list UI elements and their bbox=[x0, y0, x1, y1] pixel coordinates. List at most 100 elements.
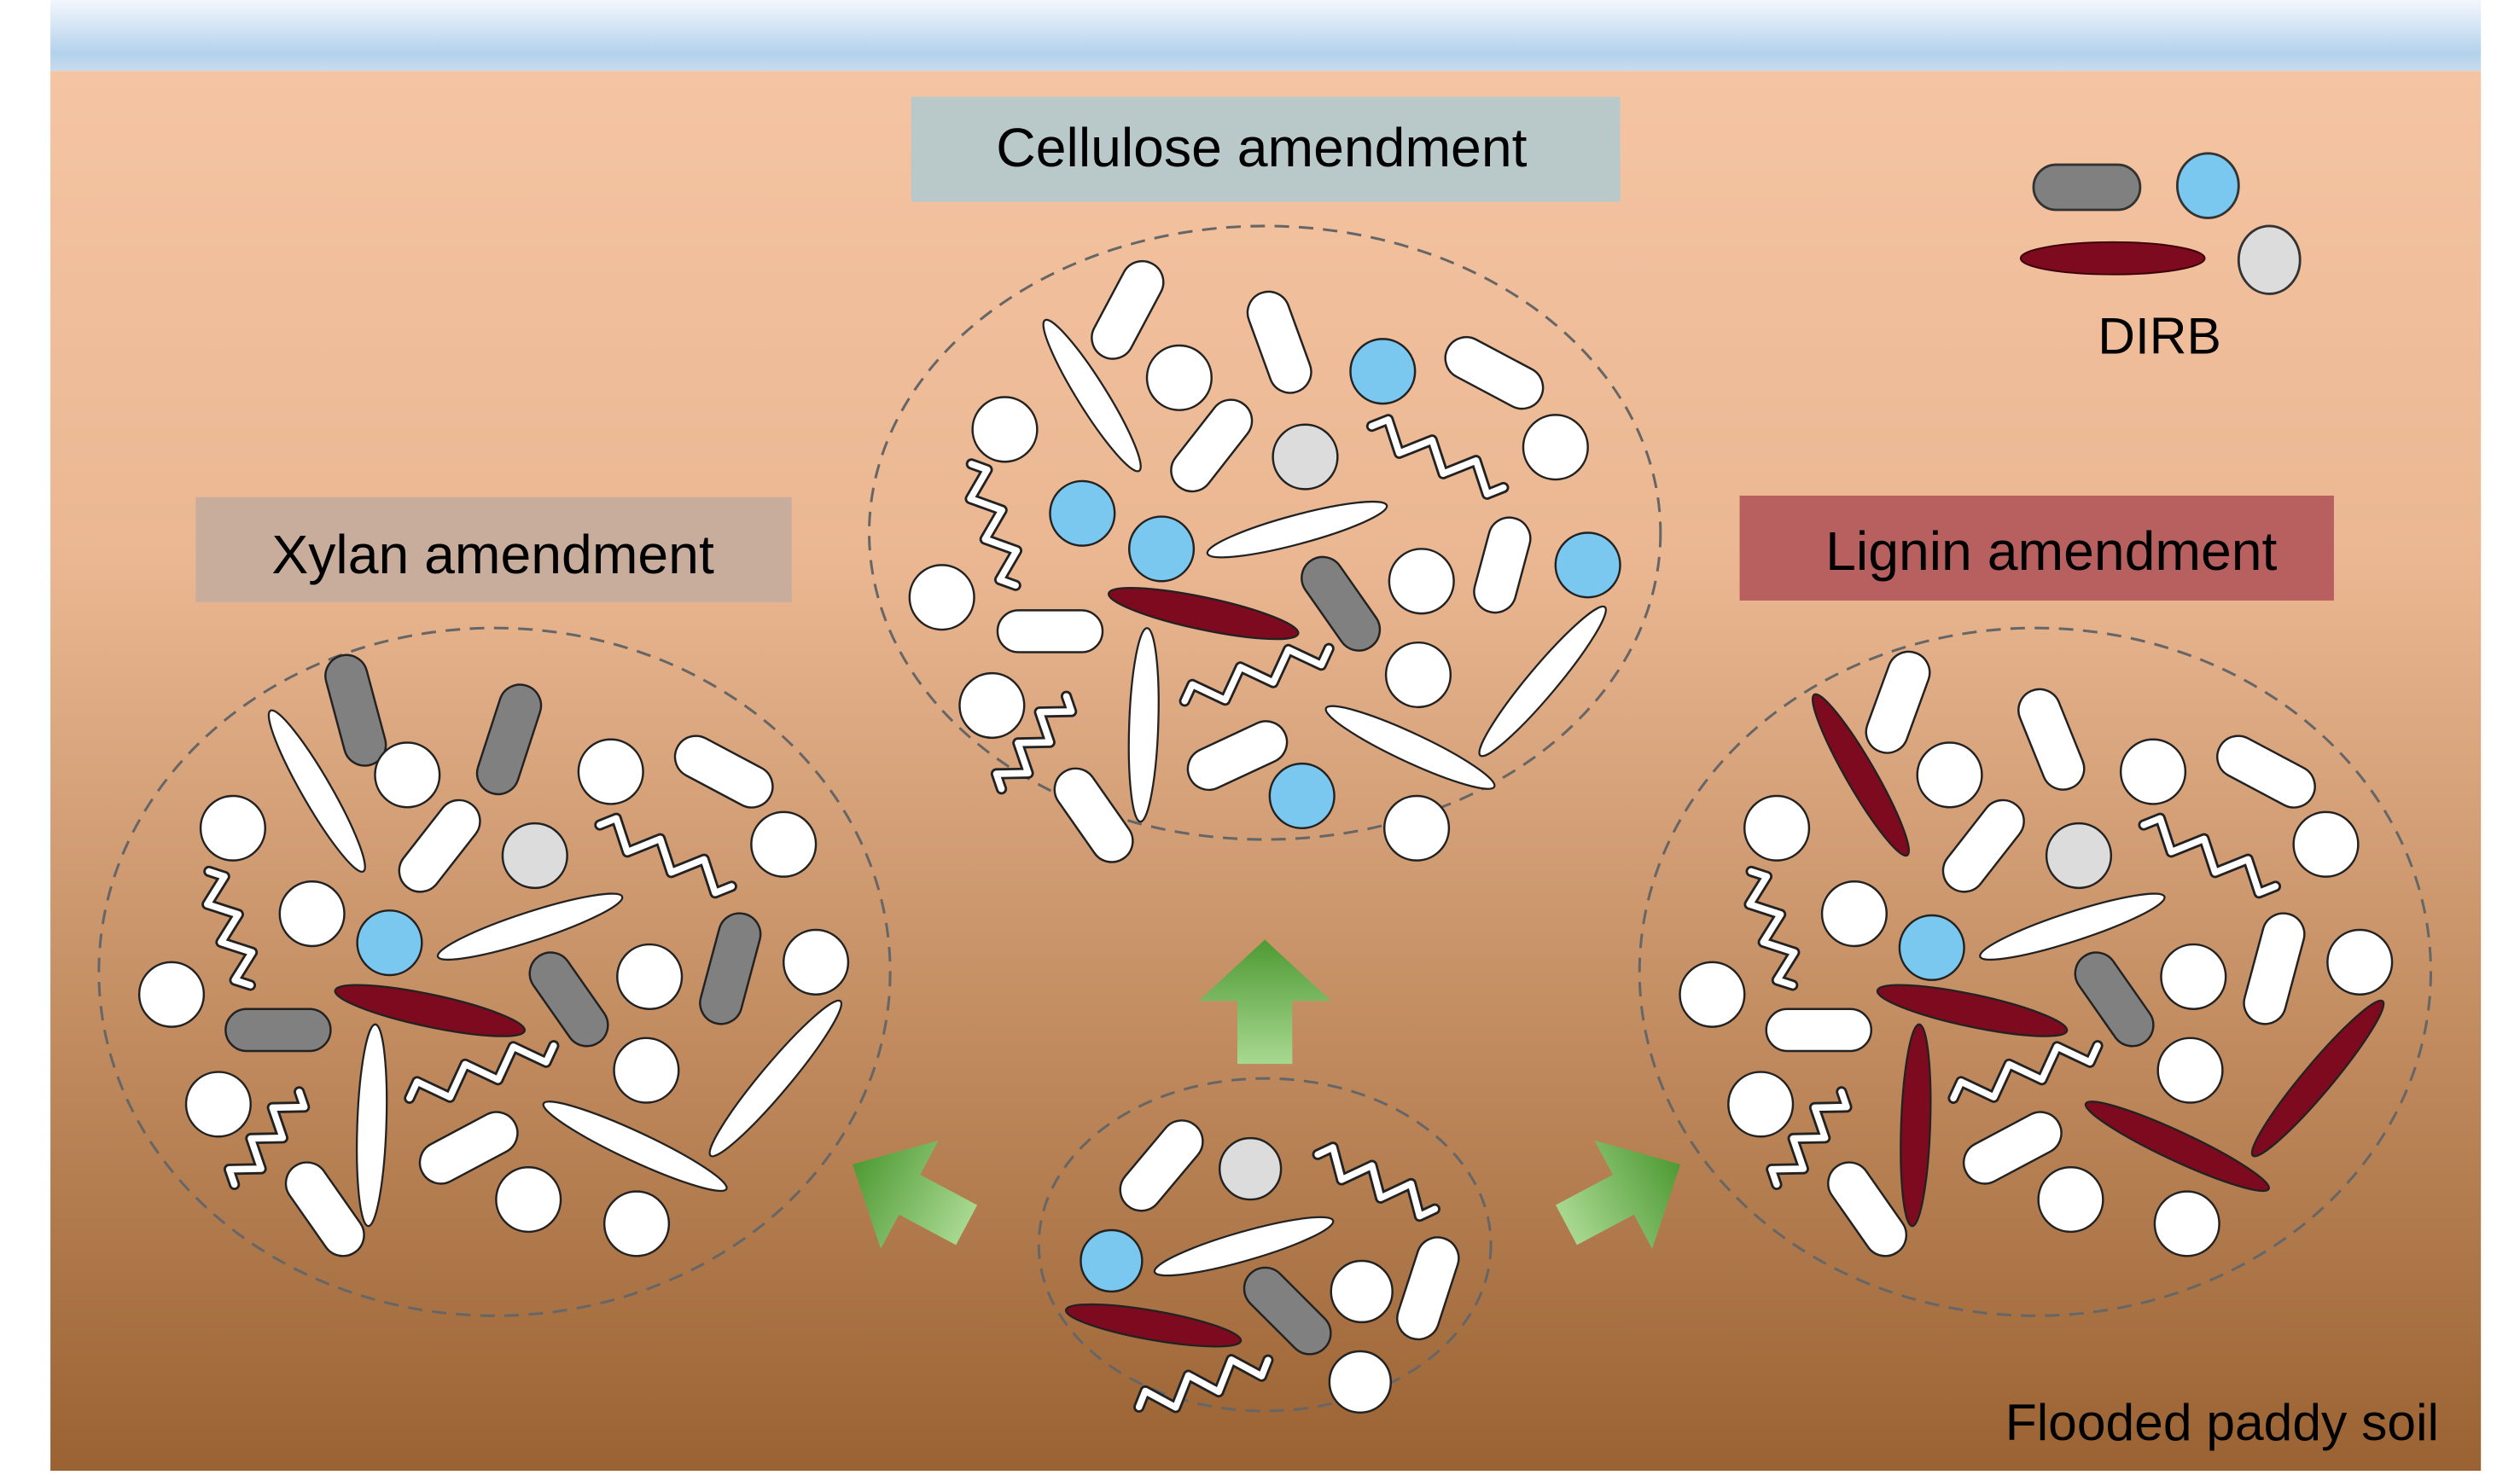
bacterium-rod-icon bbox=[1246, 290, 1312, 394]
dirb-red-spindle-icon bbox=[1876, 984, 2069, 1037]
bacterium-coccus-icon bbox=[2160, 943, 2227, 1010]
dirb-gray-rod-icon bbox=[1243, 1266, 1332, 1356]
arrow-up-left-icon bbox=[853, 1140, 978, 1249]
bacterium-rod-icon bbox=[1941, 798, 2025, 893]
community-cellulose bbox=[868, 224, 1662, 863]
community-initial bbox=[1037, 1077, 1493, 1414]
spirillum-icon bbox=[1746, 868, 1798, 989]
bacterium-rod-icon bbox=[1444, 335, 1545, 410]
spirillum-icon bbox=[406, 1042, 557, 1102]
bacterium-coccus-icon bbox=[613, 1037, 680, 1104]
bacterium-coccus-icon bbox=[1820, 880, 1888, 948]
lignin-label: Lignin amendment bbox=[1825, 520, 2277, 582]
bacterium-spindle-icon bbox=[542, 1100, 728, 1193]
bacterium-spindle-icon bbox=[1324, 705, 1496, 790]
floodwater-layer bbox=[50, 0, 2482, 72]
bacterium-rod-icon bbox=[2017, 688, 2086, 791]
bacterium-coccus-icon bbox=[971, 396, 1039, 463]
community-boundary bbox=[97, 626, 892, 1317]
bacterium-coccus-icon bbox=[278, 880, 346, 948]
dirb-red-spindle-icon bbox=[1900, 1023, 1932, 1228]
dirb-blue-coccus-coccus-icon bbox=[1127, 515, 1196, 583]
bacterium-coccus-icon bbox=[1328, 1350, 1393, 1414]
bacterium-spindle-icon bbox=[1042, 318, 1142, 473]
bacterium-rod-icon bbox=[1827, 1161, 1908, 1257]
bacterium-rod-icon bbox=[1053, 767, 1134, 863]
dirb-gray-rod-icon bbox=[224, 1008, 332, 1053]
bacterium-rod-icon bbox=[1091, 259, 1165, 360]
bacterium-coccus-icon bbox=[616, 943, 684, 1010]
dirb-blue-coccus-coccus-icon bbox=[356, 909, 423, 977]
dirb-gray-rod-icon bbox=[324, 653, 387, 767]
spirillum-icon bbox=[203, 868, 256, 989]
bacterium-coccus-icon bbox=[2326, 928, 2394, 996]
dirb-gray-rod-icon bbox=[475, 683, 543, 796]
bacterium-rod-icon bbox=[2216, 735, 2316, 809]
dirb-gray-rod-icon bbox=[699, 912, 762, 1025]
bacterium-coccus-icon bbox=[199, 794, 266, 862]
arrow-up-right-icon bbox=[1556, 1140, 1681, 1249]
dirb-red-spindle-icon bbox=[2084, 1100, 2270, 1193]
community-lignin bbox=[1638, 626, 2433, 1317]
bacterium-coccus-icon bbox=[602, 1190, 671, 1257]
spirillum-icon bbox=[2140, 815, 2279, 897]
bacterium-coccus-icon bbox=[958, 671, 1026, 740]
dirb-legend: DIRB bbox=[2019, 152, 2302, 364]
xylan-label: Xylan amendment bbox=[271, 524, 714, 585]
bacterium-rod-icon bbox=[996, 609, 1104, 653]
dirb-gray-rod-icon bbox=[528, 951, 609, 1048]
bacterium-coccus-icon bbox=[1382, 794, 1451, 862]
bacterium-coccus-icon bbox=[1743, 794, 1811, 862]
bacterium-coccus-icon bbox=[2292, 810, 2360, 878]
spirillum-icon bbox=[1135, 1356, 1272, 1411]
spirillum-icon bbox=[597, 815, 736, 897]
legend-red-spindle-icon bbox=[2019, 241, 2206, 276]
bacterium-rod-icon bbox=[1473, 516, 1532, 614]
bacterium-coccus-icon bbox=[1679, 961, 1746, 1028]
spirillum-icon bbox=[967, 461, 1021, 589]
legend-label: DIRB bbox=[2098, 306, 2221, 364]
bacterium-coccus-icon bbox=[2153, 1190, 2220, 1257]
bacterium-coccus-icon bbox=[495, 1165, 562, 1234]
legend-lightgray-coccus-icon bbox=[2237, 224, 2302, 295]
bacterium-coccus-icon bbox=[783, 928, 850, 996]
dirb-blue-coccus-coccus-icon bbox=[1349, 338, 1417, 405]
dirb-lightgray-coccus-coccus-icon bbox=[1218, 1136, 1283, 1201]
bacterium-coccus-icon bbox=[1388, 548, 1455, 615]
dirb-blue-coccus-coccus-icon bbox=[1080, 1228, 1144, 1293]
dirb-lightgray-coccus-coccus-icon bbox=[1272, 423, 1339, 491]
community-boundary bbox=[1638, 626, 2433, 1317]
bacterium-spindle-icon bbox=[1206, 500, 1388, 559]
dirb-gray-rod-icon bbox=[1301, 555, 1382, 652]
bacterium-rod-icon bbox=[1186, 720, 1289, 792]
bacterium-coccus-icon bbox=[1522, 414, 1589, 481]
bacterium-coccus-icon bbox=[908, 564, 975, 631]
legend-blue-coccus-icon bbox=[2175, 152, 2240, 219]
bacterium-coccus-icon bbox=[1916, 741, 1983, 809]
bacterium-coccus-icon bbox=[1145, 344, 1213, 411]
community-boundary bbox=[1037, 1077, 1493, 1413]
bacterium-coccus-icon bbox=[750, 810, 818, 878]
soil-label: Flooded paddy soil bbox=[2005, 1393, 2439, 1451]
spirillum-icon bbox=[1314, 1144, 1439, 1220]
bacterium-spindle-icon bbox=[1153, 1216, 1335, 1277]
bacterium-rod-icon bbox=[1170, 398, 1254, 493]
bacterium-coccus-icon bbox=[1727, 1071, 1795, 1138]
bacterium-coccus-icon bbox=[374, 741, 441, 809]
dirb-blue-coccus-coccus-icon bbox=[1049, 479, 1116, 547]
bacterium-spindle-icon bbox=[267, 709, 366, 874]
bacterium-rod-icon bbox=[284, 1161, 365, 1257]
cellulose-label: Cellulose amendment bbox=[996, 117, 1527, 178]
legend-gray-rod-icon bbox=[2032, 163, 2142, 212]
bacterium-rod-icon bbox=[1396, 1236, 1460, 1341]
spirillum-icon bbox=[992, 693, 1075, 793]
bacterium-spindle-icon bbox=[1478, 605, 1607, 758]
dirb-red-spindle-icon bbox=[2250, 999, 2385, 1158]
bacterium-rod-icon bbox=[1865, 650, 1931, 754]
spirillum-icon bbox=[1181, 645, 1332, 705]
arrow-up-icon bbox=[1198, 939, 1331, 1065]
bacterium-coccus-icon bbox=[184, 1071, 252, 1138]
lignin-label-box: Lignin amendment bbox=[1739, 495, 2334, 601]
